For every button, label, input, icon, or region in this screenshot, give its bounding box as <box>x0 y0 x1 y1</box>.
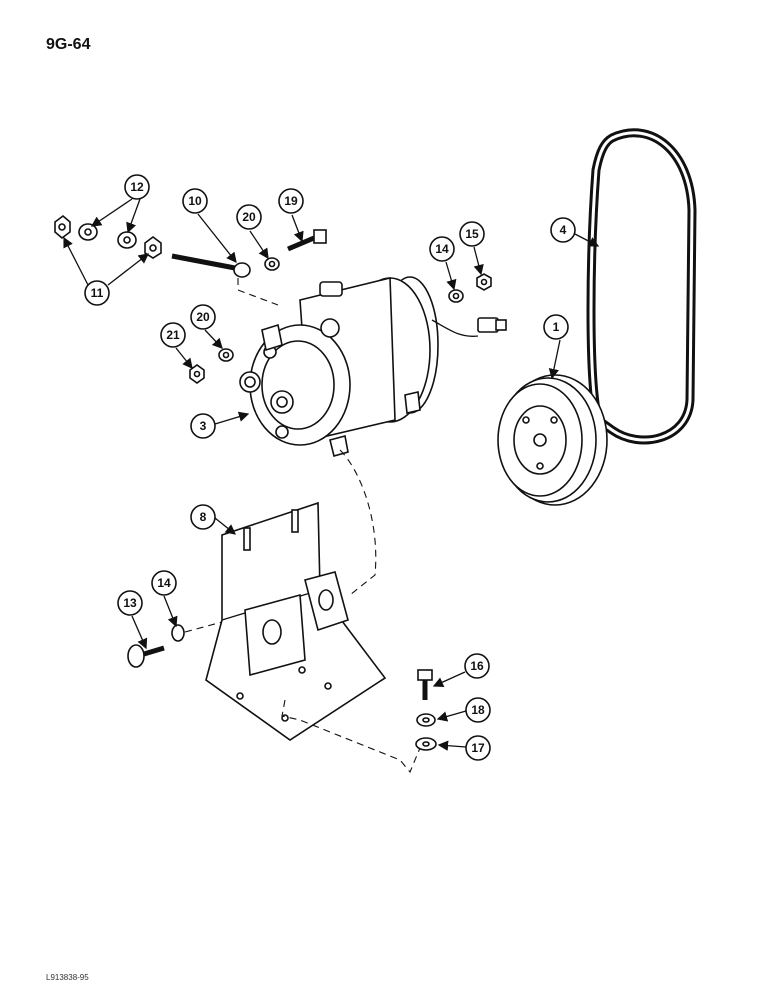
pulley <box>497 374 608 506</box>
callout-15: 15 <box>459 221 485 247</box>
svg-text:20: 20 <box>196 310 210 324</box>
svg-text:19: 19 <box>284 194 298 208</box>
page-number: 9G-64 <box>46 36 91 53</box>
svg-text:17: 17 <box>471 741 485 755</box>
callout-21: 21 <box>160 322 186 348</box>
svg-text:14: 14 <box>157 576 171 590</box>
callout-4: 4 <box>550 217 576 243</box>
callout-8: 8 <box>190 504 216 530</box>
svg-text:16: 16 <box>470 659 484 673</box>
svg-text:11: 11 <box>91 286 104 300</box>
callout-17: 17 <box>465 735 491 761</box>
callout-20-upper: 20 <box>236 204 262 230</box>
callout-19: 19 <box>278 188 304 214</box>
svg-text:21: 21 <box>166 328 180 342</box>
hardware <box>54 214 492 751</box>
svg-text:10: 10 <box>188 194 202 208</box>
svg-text:12: 12 <box>130 180 144 194</box>
svg-text:8: 8 <box>200 510 207 524</box>
callout-14-upper: 14 <box>429 236 455 262</box>
compressor <box>239 276 507 457</box>
callout-11: 11 <box>84 280 110 306</box>
svg-text:1: 1 <box>553 320 560 334</box>
svg-text:4: 4 <box>560 223 567 237</box>
callout-16: 16 <box>464 653 490 679</box>
svg-text:14: 14 <box>435 242 449 256</box>
svg-text:20: 20 <box>242 210 256 224</box>
callout-20-lower: 20 <box>190 304 216 330</box>
leader-lines <box>63 198 600 751</box>
svg-text:15: 15 <box>465 227 479 241</box>
callout-14-lower: 14 <box>151 570 177 596</box>
svg-text:13: 13 <box>123 596 137 610</box>
figure-code: L913838-95 <box>46 973 89 982</box>
callout-12: 12 <box>124 174 150 200</box>
callout-3: 3 <box>190 413 216 439</box>
svg-text:3: 3 <box>200 419 207 433</box>
mounting-bracket <box>205 501 387 741</box>
drive-belt <box>586 128 697 445</box>
svg-text:18: 18 <box>471 703 485 717</box>
assembly-lines <box>184 278 421 774</box>
callout-10: 10 <box>182 188 208 214</box>
callout-1: 1 <box>543 314 569 340</box>
callout-18: 18 <box>465 697 491 723</box>
callout-13: 13 <box>117 590 143 616</box>
